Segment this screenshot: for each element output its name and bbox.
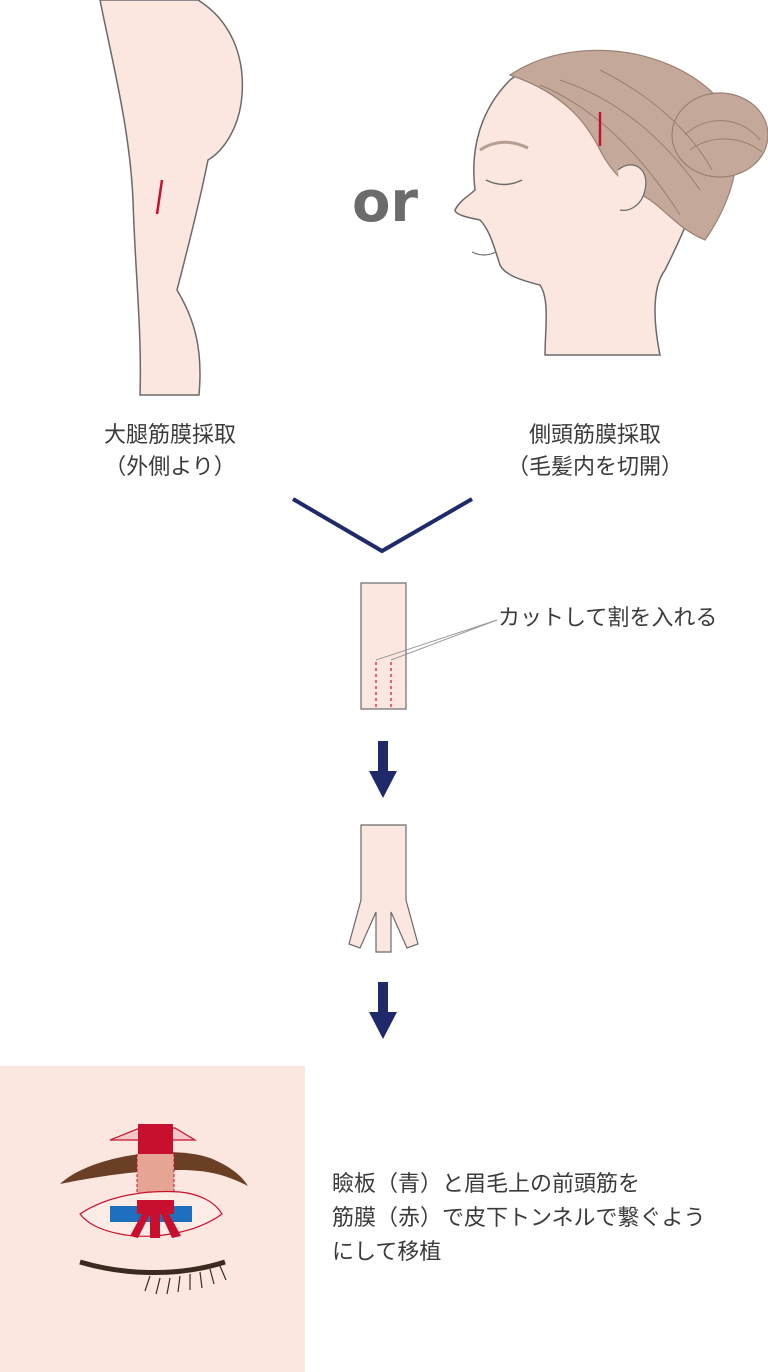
thigh-source-label: 大腿筋膜採取 （外側より） (70, 420, 270, 484)
result-line-2: 筋膜（赤）で皮下トンネルで繋ぐよう (332, 1206, 706, 1231)
thigh-source-line2: （外側より） (104, 455, 236, 480)
head-illustration (450, 40, 768, 360)
temporal-source-line1: 側頭筋膜採取 (528, 423, 661, 448)
result-illustration-panel (0, 1066, 305, 1372)
thigh-source-line1: 大腿筋膜採取 (103, 423, 236, 448)
result-line-1: 瞼板（青）と眉毛上の前頭筋を (332, 1172, 641, 1197)
temporal-source-line2: （毛髪内を切開） (506, 455, 683, 480)
temporal-source-label: 側頭筋膜採取 （毛髪内を切開） (495, 420, 695, 484)
result-description: 瞼板（青）と眉毛上の前頭筋を 筋膜（赤）で皮下トンネルで繋ぐよう にして移植 (332, 1168, 706, 1270)
cut-note-label: カットして割を入れる (498, 606, 718, 631)
incision-line-thigh (155, 179, 164, 215)
or-connector: or (351, 170, 419, 235)
thigh-illustration (99, 0, 260, 400)
result-line-3: にして移植 (332, 1240, 442, 1265)
